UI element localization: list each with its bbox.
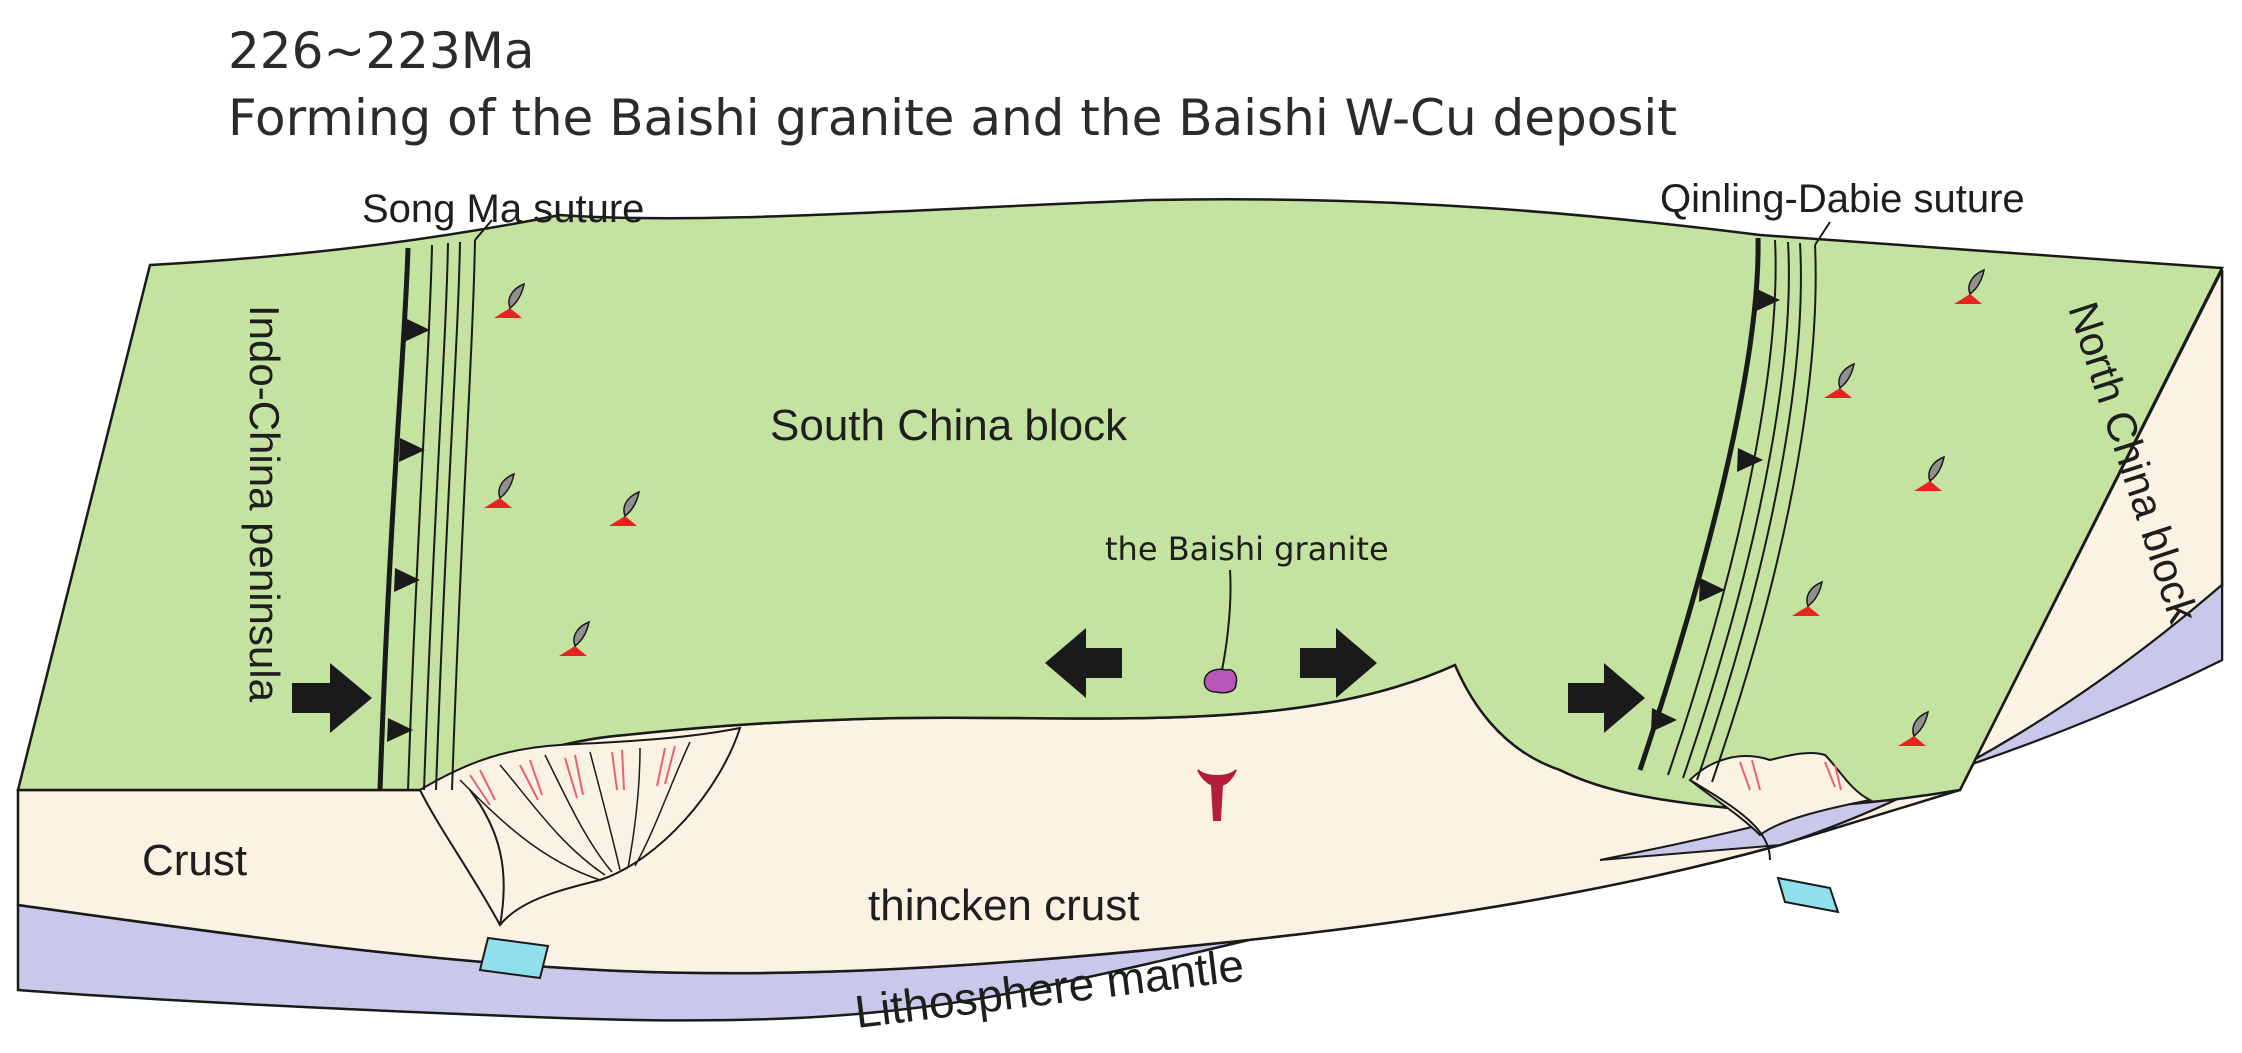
mantle-slab-right [1776, 876, 1840, 914]
arrow-icon-indochina-east [292, 663, 372, 733]
qinling-dabie-suture-zone [1637, 221, 1831, 783]
thrust-triangle-icon [387, 718, 413, 742]
south-china-block-label: South China block [770, 401, 1128, 450]
thrust-triangle-icon [1699, 578, 1725, 602]
volcano-icon [1914, 455, 1946, 491]
crust-root-left [469, 789, 505, 926]
volcano-icon [1954, 268, 1986, 304]
mantle-slab-left [478, 936, 550, 980]
thrust-triangle-icon [1651, 708, 1677, 732]
thickened-crust-label: thincken crust [868, 881, 1139, 930]
arrow-icon-extension-east [1300, 628, 1377, 698]
baishi-granite-root [1197, 769, 1237, 821]
indo-china-peninsula-label: Indo-China peninsula [241, 305, 288, 703]
right-fracture-veins [1739, 759, 1842, 791]
baishi-granite-leader-line [1221, 569, 1232, 671]
left-fracture-lines [459, 741, 691, 881]
right-exhumation-zone [1688, 751, 1874, 837]
volcano-icon [609, 490, 641, 526]
thrust-triangle-icon [394, 568, 420, 592]
arrow-icon-extension-west [1045, 628, 1122, 698]
baishi-granite-body [1203, 668, 1238, 694]
volcano-icon [1824, 362, 1856, 398]
caption-title: Forming of the Baishi granite and the Ba… [228, 89, 1677, 147]
baishi-granite-label: the Baishi granite [1105, 530, 1389, 568]
volcano-icon [559, 620, 591, 656]
volcano-icon [484, 472, 516, 508]
qinling-dabie-suture-label: Qinling-Dabie suture [1660, 177, 2025, 221]
crust-label: Crust [142, 836, 247, 885]
song-ma-suture-zone [377, 219, 493, 791]
song-ma-suture-label: Song Ma suture [362, 187, 644, 231]
thrust-triangle-icon [399, 438, 425, 462]
thrust-triangle-icon [1754, 288, 1780, 312]
volcano-icons [484, 268, 1986, 746]
volcano-icon [1898, 710, 1930, 746]
volcano-icon [1792, 580, 1824, 616]
left-exhumation-zone [418, 726, 742, 927]
thrust-triangle-icon [404, 318, 430, 342]
arrow-icon-north-china-west [1568, 663, 1645, 733]
thrust-triangle-icon [1737, 448, 1763, 472]
crust-root-right [1689, 779, 1771, 861]
east-side-mantle [1599, 582, 2223, 861]
volcano-icon [494, 282, 526, 318]
left-fracture-veins [469, 745, 676, 806]
age-title: 226~223Ma [228, 22, 535, 80]
